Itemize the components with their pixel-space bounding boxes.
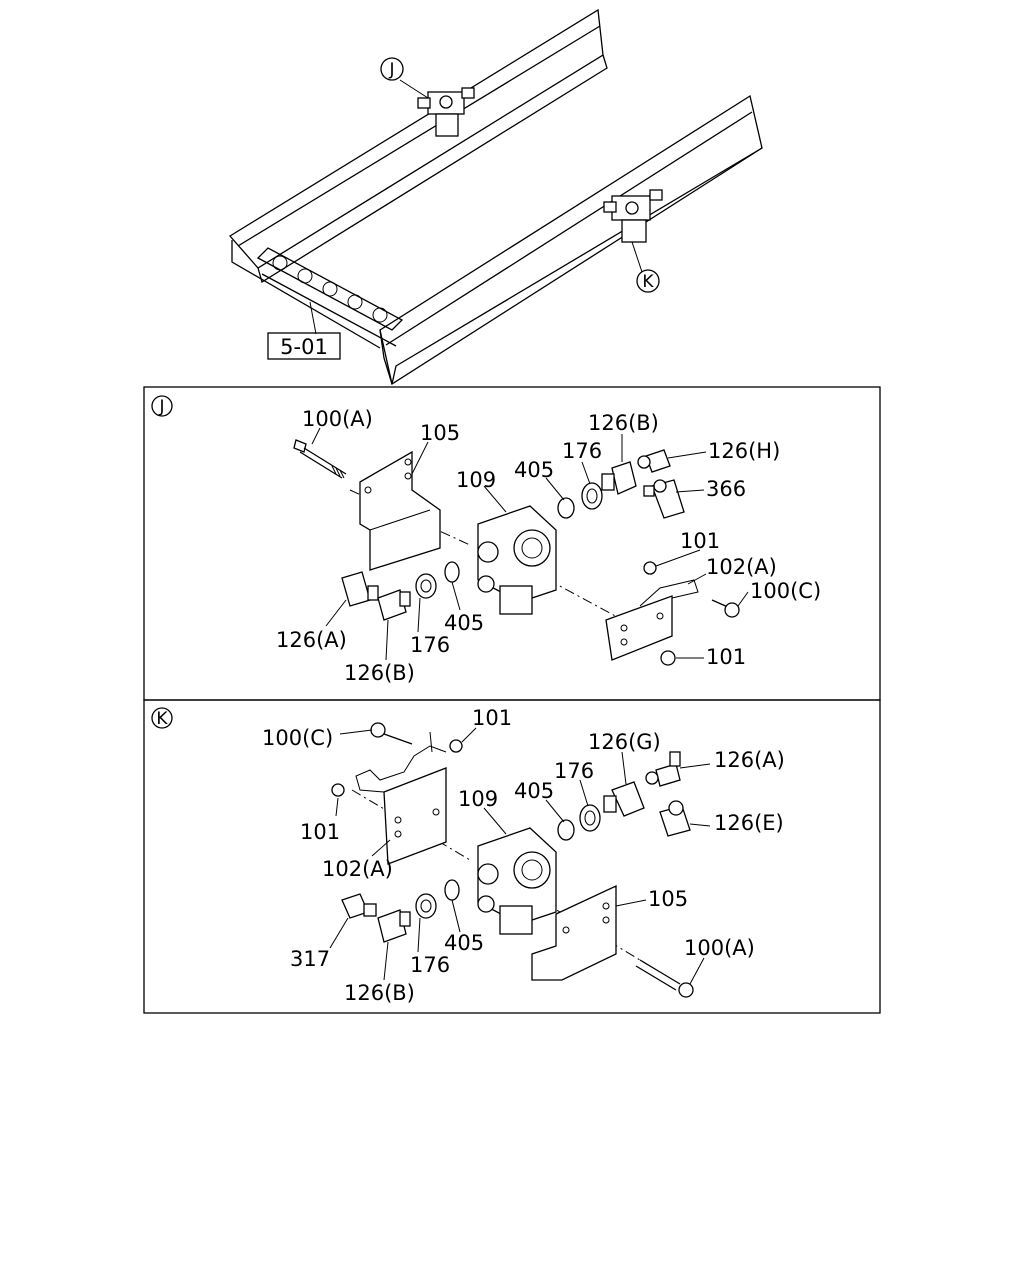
label-oring-405-top: 405: [514, 458, 554, 482]
label-valve-109: 109: [458, 787, 498, 811]
label-nut-101-left: 101: [300, 820, 340, 844]
label-fitting-317: 317: [290, 947, 330, 971]
oring-405-top: [557, 819, 575, 841]
label-bolt-100c: 100(C): [750, 579, 821, 603]
bolt-100c: [370, 722, 413, 745]
label-ring-176-bottom: 176: [410, 953, 450, 977]
label-bolt-100c: 100(C): [262, 726, 333, 750]
relay-valve-109: [477, 505, 557, 615]
nut-101-left: [331, 783, 345, 797]
bracket-102a: [355, 731, 447, 865]
elbow-126a: [341, 571, 379, 607]
elbow-126b-top: [601, 461, 637, 495]
panel-k-marker: [151, 707, 173, 729]
label-elbow-126b-bottom: 126(B): [344, 661, 415, 685]
leader-lines-k: [329, 727, 711, 985]
bracket-102a: [605, 579, 699, 661]
oring-405-bottom: [444, 879, 460, 901]
label-bracket-102a: 102(A): [706, 555, 777, 579]
nut-101-bottom: [660, 650, 676, 666]
label-oring-405-bottom: 405: [444, 931, 484, 955]
reference-box[interactable]: 5-01: [267, 332, 341, 360]
label-elbow-126e: 126(E): [714, 811, 784, 835]
nut-101-top: [449, 739, 463, 753]
label-elbow-126h: 126(H): [708, 439, 780, 463]
panel-j: J: [143, 386, 881, 701]
label-block-126g: 126(G): [588, 730, 661, 754]
relay-valve-109: [477, 827, 557, 935]
label-oring-405-bottom: 405: [444, 611, 484, 635]
oring-405-bottom: [444, 561, 460, 583]
valve-assembly-k: [603, 189, 663, 243]
bracket-105: [359, 450, 441, 571]
bracket-105: [531, 884, 617, 981]
label-bracket-105: 105: [648, 887, 688, 911]
valve-assembly-j: [417, 87, 475, 137]
panel-j-marker-label: J: [158, 397, 164, 417]
oring-405-top: [557, 497, 575, 519]
label-nut-101-top: 101: [472, 706, 512, 730]
reference-label: 5-01: [280, 335, 328, 359]
label-nut-101-bottom: 101: [706, 645, 746, 669]
label-oring-405-top: 405: [514, 779, 554, 803]
panel-k: K: [143, 699, 881, 1014]
fitting-317: [341, 893, 377, 919]
ring-176-top: [581, 482, 603, 510]
label-bracket-102a: 102(A): [322, 857, 393, 881]
elbow-126e: [659, 800, 691, 837]
elbow-126b: [377, 909, 411, 943]
ring-176-bottom: [415, 893, 437, 919]
label-tee-366: 366: [706, 477, 746, 501]
bolt-100a: [293, 439, 347, 479]
bolt-100a: [635, 959, 694, 998]
elbow-126a: [645, 751, 681, 787]
label-valve-109: 109: [456, 468, 496, 492]
label-bolt-100a: 100(A): [302, 407, 373, 431]
callout-j-overview[interactable]: J: [380, 57, 429, 99]
label-elbow-126a: 126(A): [276, 628, 347, 652]
tee-366: [643, 479, 685, 519]
label-bracket-105: 105: [420, 421, 460, 445]
elbow-126h: [637, 449, 671, 473]
leader-lines-j: [311, 427, 749, 661]
label-ring-176-bottom: 176: [410, 633, 450, 657]
ring-176-top: [579, 804, 601, 832]
label-elbow-126b: 126(B): [344, 981, 415, 1005]
label-elbow-126a: 126(A): [714, 748, 785, 772]
panel-k-marker-label: K: [156, 709, 168, 729]
panel-j-marker: [151, 395, 173, 417]
label-ring-176-top: 176: [562, 439, 602, 463]
callout-k-overview[interactable]: K: [631, 241, 660, 293]
elbow-126b-bottom: [377, 589, 411, 621]
label-ring-176-top: 176: [554, 759, 594, 783]
label-elbow-126b-top: 126(B): [588, 411, 659, 435]
label-bolt-100a: 100(A): [684, 936, 755, 960]
block-126g: [603, 781, 645, 817]
marker-j-label: J: [388, 60, 394, 80]
label-nut-101-top: 101: [680, 529, 720, 553]
marker-k-label: K: [642, 272, 654, 292]
ring-176-bottom: [415, 573, 437, 599]
bolt-100c: [711, 599, 740, 618]
chassis-frame: [229, 8, 763, 386]
nut-101-top: [643, 561, 657, 575]
